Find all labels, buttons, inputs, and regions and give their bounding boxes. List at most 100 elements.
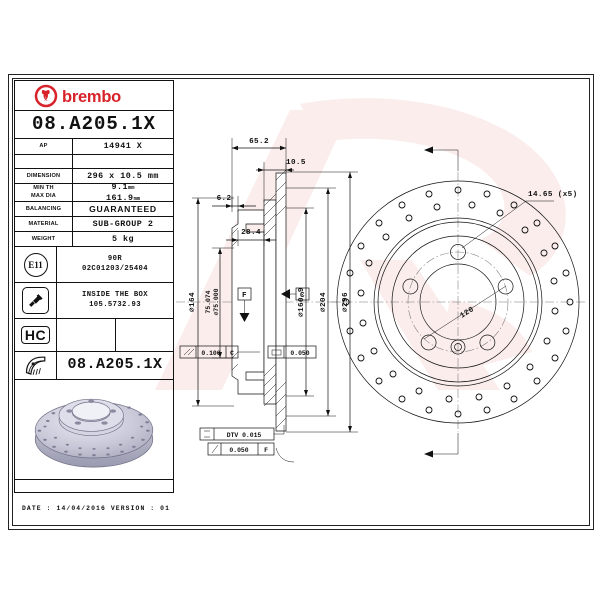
e11-icon-text: E11 — [23, 252, 48, 277]
hat-ring-circle — [391, 235, 525, 369]
datum-f: F — [237, 287, 252, 322]
part-number-row: 08.A205.1X — [14, 110, 174, 138]
max-dia-label: MAX DIA — [30, 192, 57, 199]
bolt-holes — [402, 244, 514, 351]
datum-c: C — [281, 287, 310, 301]
accessory-row: INSIDE THE BOX 105.5732.93 — [14, 282, 174, 318]
hc-row: HC — [14, 318, 174, 351]
technical-drawing: 65.2 10.5 6.2 — [176, 80, 586, 522]
friction-ring — [275, 172, 287, 432]
tol-dtv: DTV 0.015 — [199, 425, 285, 441]
pad-part-number: 08.A205.1X — [67, 356, 163, 374]
max-dia-unit: mm — [133, 195, 141, 202]
min-thickness-label: MIN TH MAX DIA — [15, 184, 73, 201]
blank-row — [14, 154, 174, 168]
max-dia-value: 161.9 — [105, 192, 134, 203]
brembo-logo-row: brembo — [14, 80, 174, 110]
drawing-svg: 65.2 10.5 6.2 — [176, 138, 586, 463]
screw-icon — [15, 283, 57, 318]
dim-hat-thickness: 10.5 — [256, 159, 306, 202]
hat-outer-circle — [377, 221, 539, 383]
dim-inner-dia-text: ⌀160.9 — [298, 287, 306, 317]
accessory-value: INSIDE THE BOX 105.5732.93 — [57, 291, 173, 310]
hc-icon-text: HC — [20, 326, 51, 344]
dim-hat-outer-dia-text: ⌀164 — [189, 292, 197, 312]
material-label: MATERIAL — [15, 217, 73, 231]
pilot-hole — [450, 339, 466, 355]
min-th-unit: mm — [128, 184, 135, 191]
weight-value: 5 kg — [111, 233, 135, 244]
brake-pad-icon — [15, 352, 57, 379]
dimension-value: 296 x 10.5 mm — [87, 170, 159, 181]
balancing-value: GUARANTEED — [89, 203, 157, 214]
bolt-circle-callout: 120 — [423, 285, 507, 340]
dim-overall-width-text: 65.2 — [249, 138, 269, 146]
dimension-row: DIMENSION 296 x 10.5 mm — [14, 168, 174, 183]
hc-empty-cells — [57, 319, 173, 351]
svg-text:brembo: brembo — [62, 88, 121, 106]
tol-runout-datum: F — [264, 447, 268, 454]
bolt-hole-callout: 14.65 (x5) — [461, 191, 578, 249]
material-row: MATERIAL SUB-GROUP 2 — [14, 216, 174, 231]
bolt-circle — [407, 251, 509, 353]
homologation-line2: 02C01203/25404 — [82, 264, 148, 273]
friction-inner-circle — [373, 217, 543, 387]
date-version-line: DATE : 14/04/2016 VERSION : 01 — [22, 505, 171, 512]
tol-flatness: 0.050 — [267, 345, 317, 359]
hat-wall — [263, 199, 277, 405]
ap-value: 14941 X — [103, 141, 143, 152]
balancing-row: BALANCING GUARANTEED — [14, 201, 174, 216]
dimension-label: DIMENSION — [15, 169, 73, 183]
dim-pilot-dia-lower-text: ⌀75.000 — [213, 288, 220, 315]
dim-flange-thickness-text: 6.2 — [217, 195, 232, 203]
homologation-value: 90R 02C01203/25404 — [57, 255, 173, 274]
bolt-hole-dia-text: 14.65 (x5) — [528, 191, 578, 199]
sheet-outer-border — [8, 74, 594, 530]
ap-row: AP 14941 X — [14, 138, 174, 154]
dim-hat-depth: 28.4 — [226, 229, 276, 246]
accessory-line1: INSIDE THE BOX — [82, 291, 148, 300]
balancing-label: BALANCING — [15, 202, 73, 216]
dim-inner-dia: ⌀160.9 — [286, 207, 314, 397]
tol-dtv-value: DTV 0.015 — [227, 432, 262, 439]
bolt-circle-text: 120 — [459, 306, 476, 321]
hc-cell-left — [57, 319, 116, 351]
material-value: SUB-GROUP 2 — [92, 218, 154, 229]
min-thickness-values: 9.1mm 161.9mm — [73, 182, 173, 204]
tol-parallelism: 0.100 C — [179, 345, 260, 359]
min-th-value: 9.1 — [111, 181, 129, 192]
hc-cell-right — [116, 319, 174, 351]
datum-c-text: C — [300, 292, 305, 300]
view-arrow-bottom — [424, 433, 459, 458]
hc-icon: HC — [15, 319, 57, 351]
section-detail-arrow — [275, 447, 295, 463]
pilot-hole-inner — [454, 343, 462, 351]
tol-flatness-value: 0.050 — [290, 350, 309, 357]
dim-pilot-dia: 75.074 ⌀75.000 — [205, 247, 234, 359]
disc-outer-circle — [336, 180, 580, 424]
dim-hat-depth-text: 28.4 — [241, 229, 261, 237]
min-thickness-row: MIN TH MAX DIA 9.1mm 161.9mm — [14, 182, 174, 204]
title-block-tail-row — [14, 479, 174, 493]
hat-profile — [231, 209, 265, 395]
e11-icon: E11 — [15, 247, 57, 282]
dim-hat-outer-dia: ⌀164 — [189, 197, 234, 407]
tol-runout: 0.050 F — [207, 442, 275, 456]
dim-flange-thickness: 6.2 — [212, 195, 256, 212]
datum-f-text: F — [242, 292, 247, 300]
accessory-line2: 105.5732.93 — [89, 300, 141, 309]
tol-parallelism-value: 0.100 — [201, 350, 220, 357]
view-arrow-top — [424, 146, 459, 171]
blank-label — [15, 155, 73, 168]
tol-runout-value: 0.050 — [229, 447, 248, 454]
part-number: 08.A205.1X — [31, 112, 157, 135]
dim-pilot-dia-upper-text: 75.074 — [205, 290, 212, 313]
weight-row: WEIGHT 5 kg — [14, 231, 174, 246]
weight-label: WEIGHT — [15, 232, 73, 246]
dim-hat-thickness-text: 10.5 — [286, 159, 306, 167]
min-th-label: MIN TH — [33, 185, 54, 192]
product-photo-row — [14, 379, 174, 479]
ap-label: AP — [15, 139, 73, 154]
homologation-row: E11 90R 02C01203/25404 — [14, 246, 174, 282]
